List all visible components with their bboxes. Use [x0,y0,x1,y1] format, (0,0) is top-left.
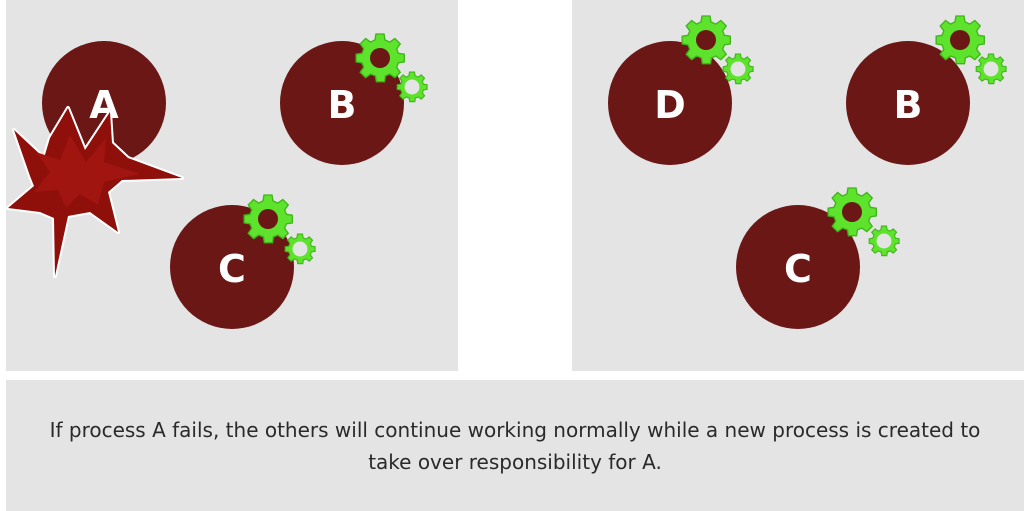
gear-icon [355,33,406,83]
process-c-node: C [736,187,900,329]
process-c-circle [736,205,860,329]
crash-burst-icon [6,106,184,278]
process-b-circle [846,41,970,165]
caption-box: If process A fails, the others will cont… [6,380,1024,511]
gear-icon [722,53,754,85]
gear-icon [243,194,294,244]
process-d-circle [608,41,732,165]
gear-icon [827,187,878,237]
gear-icon [935,15,986,65]
gear-icon [396,71,428,103]
process-c-node: C [170,194,316,329]
process-b-node: B [280,33,428,165]
process-c-label: C [218,247,246,291]
gear-icon [681,15,732,65]
process-d-label: D [654,83,686,127]
process-c-label: C [784,247,812,291]
caption-text: If process A fails, the others will cont… [49,417,981,474]
process-b-node: B [846,15,1007,165]
gear-icon [868,225,900,257]
gear-icon [284,233,316,265]
process-diagram: A B C D [6,15,1007,329]
process-b-label: B [894,83,923,127]
process-d-node: D [608,15,754,165]
process-b-label: B [328,83,357,127]
gear-icon [975,53,1007,85]
